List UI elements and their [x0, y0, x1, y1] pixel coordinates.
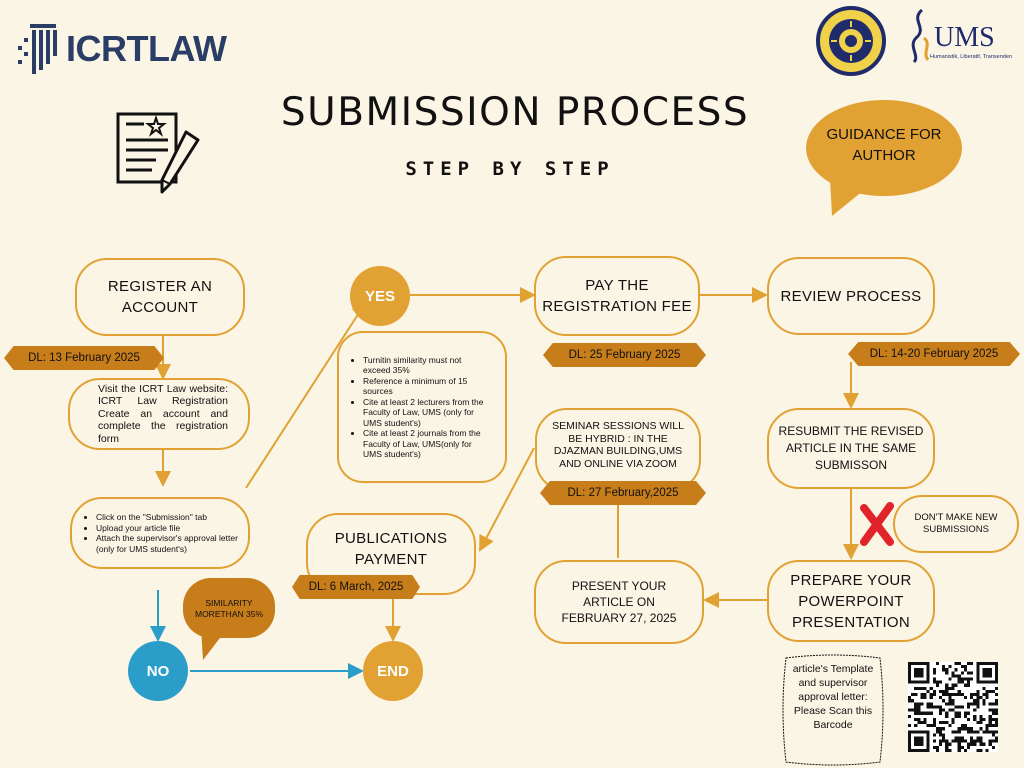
- deadline-register: DL: 13 February 2025: [4, 346, 164, 370]
- requirement-item: Reference a minimum of 15 sources: [363, 376, 491, 397]
- cross-mark-icon: [860, 502, 894, 546]
- submission-steps-list: Click on the "Submission" tab Upload you…: [82, 512, 238, 554]
- ums-logo: UMS Humanistik, Liberatif, Transenden: [900, 4, 1015, 68]
- seminar-node: SEMINAR SESSIONS WILL BE HYBRID : IN THE…: [535, 408, 701, 492]
- register-account-node: REGISTER AN ACCOUNT: [75, 258, 245, 336]
- submission-step: Attach the supervisor's approval letter …: [96, 533, 238, 554]
- submission-steps-node: Click on the "Submission" tab Upload you…: [70, 497, 250, 569]
- pay-registration-node: PAY THE REGISTRATION FEE: [534, 256, 700, 336]
- deadline-review: DL: 14-20 February 2025: [848, 342, 1020, 366]
- requirement-item: Turnitin similarity must not exceed 35%: [363, 355, 491, 376]
- guidance-bubble: GUIDANCE FOR AUTHOR: [804, 98, 966, 218]
- qr-code-icon[interactable]: [908, 662, 998, 752]
- visit-website-node: Visit the ICRT Law website: ICRT Law Reg…: [68, 378, 250, 450]
- similarity-text: SIMILARITY MORETHAN 35%: [194, 598, 263, 619]
- yes-circle: YES: [350, 266, 410, 326]
- ums-text: UMS: [934, 22, 995, 53]
- review-process-node: REVIEW PROCESS: [767, 257, 935, 335]
- deadline-seminar: DL: 27 February,2025: [540, 481, 706, 505]
- similarity-bubble: SIMILARITY MORETHAN 35%: [183, 578, 275, 662]
- university-seal-icon: [813, 6, 889, 76]
- ums-flame-icon: [911, 8, 930, 64]
- document-icon: [112, 110, 202, 194]
- requirements-list: Turnitin similarity must not exceed 35% …: [349, 355, 491, 460]
- page-title: SUBMISSION PROCESS: [280, 90, 750, 135]
- page-subtitle: STEP BY STEP: [405, 158, 615, 180]
- icrtlaw-logo: ICRTLAW: [16, 22, 227, 76]
- guidance-text: GUIDANCE FOR AUTHOR: [826, 126, 942, 164]
- prepare-presentation-node: PREPARE YOUR POWERPOINT PRESENTATION: [767, 560, 935, 642]
- resubmit-node: RESUBMIT THE REVISED ARTICLE IN THE SAME…: [767, 408, 935, 489]
- deadline-publications: DL: 6 March, 2025: [292, 575, 420, 599]
- logo-text: ICRTLAW: [66, 28, 227, 69]
- requirement-item: Cite at least 2 lecturers from the Facul…: [363, 397, 491, 429]
- present-article-node: PRESENT YOUR ARTICLE ON FEBRUARY 27, 202…: [534, 560, 704, 644]
- submission-step: Upload your article file: [96, 523, 238, 534]
- requirement-item: Cite at least 2 journals from the Facult…: [363, 428, 491, 460]
- submission-step: Click on the "Submission" tab: [96, 512, 238, 523]
- requirements-node: Turnitin similarity must not exceed 35% …: [337, 331, 507, 483]
- end-circle: END: [363, 641, 423, 701]
- ums-tagline: Humanistik, Liberatif, Transenden: [930, 54, 1012, 60]
- deadline-pay: DL: 25 February 2025: [543, 343, 706, 367]
- dont-new-submission-node: DON'T MAKE NEW SUBMISSIONS: [893, 495, 1019, 553]
- logo-mark-icon: [18, 24, 57, 74]
- template-note-text: article's Template and supervisor approv…: [792, 663, 874, 731]
- template-note: article's Template and supervisor approv…: [780, 654, 886, 766]
- no-circle: NO: [128, 641, 188, 701]
- pencil-icon: [160, 130, 200, 194]
